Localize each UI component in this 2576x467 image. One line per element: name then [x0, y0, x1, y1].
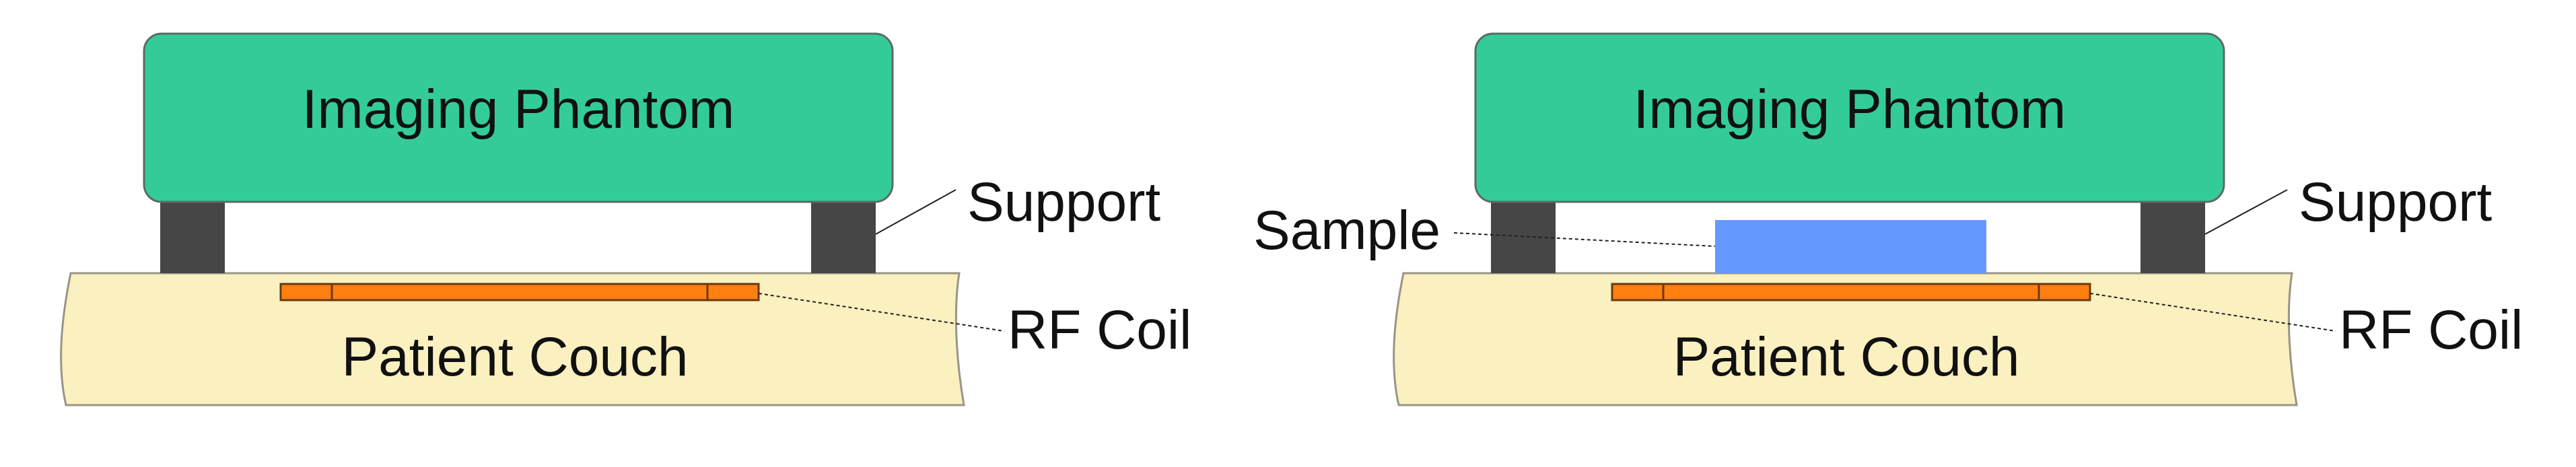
- sample-label: Sample: [1253, 200, 1440, 261]
- patient-couch: [1393, 272, 2298, 406]
- sample: [1715, 220, 1986, 273]
- support-label: Support: [2299, 172, 2492, 233]
- diagram-with-sample: Imaging Phantom Patient Couch Support RF…: [1253, 32, 2523, 406]
- patient-couch: [60, 272, 965, 406]
- support-right: [2140, 201, 2205, 273]
- support-leader-line: [2204, 189, 2288, 235]
- rf-coil-label: RF Coil: [1008, 299, 1191, 361]
- diagram-without-sample: Imaging Phantom Patient Couch Support RF…: [60, 32, 1191, 406]
- imaging-phantom: [1474, 32, 2225, 203]
- support-label: Support: [967, 172, 1160, 233]
- rf-coil-label: RF Coil: [2339, 299, 2523, 361]
- phantom-label: Imaging Phantom: [302, 79, 735, 140]
- rf-coil: [1611, 283, 2091, 301]
- imaging-phantom: [143, 32, 894, 203]
- sample-leader-line: [1453, 232, 1716, 247]
- rf-coil-leader-line: [2089, 293, 2336, 332]
- support-left: [160, 201, 225, 273]
- support-leader-line: [875, 189, 956, 235]
- phantom-label: Imaging Phantom: [1634, 79, 2066, 140]
- couch-label: Patient Couch: [341, 326, 688, 388]
- support-right: [811, 201, 876, 273]
- rf-coil-leader-line: [758, 293, 1005, 332]
- couch-label: Patient Couch: [1673, 326, 2019, 388]
- rf-coil: [279, 283, 760, 301]
